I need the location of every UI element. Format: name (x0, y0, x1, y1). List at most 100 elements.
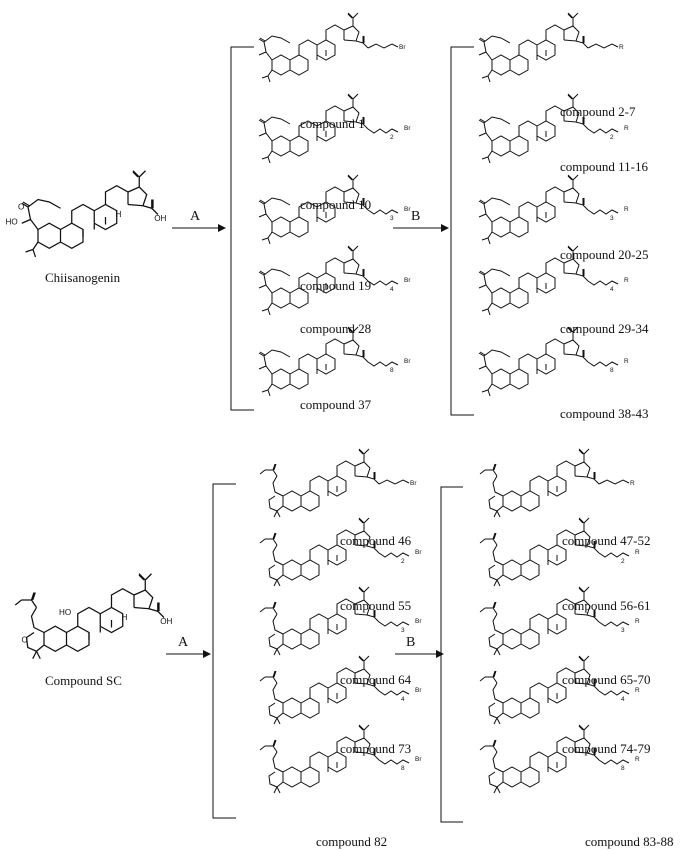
ho-label: HO (6, 218, 18, 227)
product-label: compound 11-16 (560, 159, 648, 174)
br-label: Br (415, 549, 422, 556)
product-20-25: R 3 (478, 174, 629, 245)
bracket-products-bottom (440, 486, 463, 823)
chain-subscript: 2 (610, 134, 614, 141)
intermediate-label: compound 1 (300, 116, 365, 131)
bracket-intermediates-top (230, 46, 254, 411)
chain-subscript: 2 (390, 134, 394, 141)
r-label: R (635, 618, 640, 625)
intermediate-label: compound 55 (340, 598, 411, 613)
intermediate-label: compound 37 (300, 397, 372, 412)
product-29-34: R 4 (478, 245, 629, 316)
br-label: Br (415, 687, 422, 694)
oh-label: OH (154, 214, 166, 223)
chain-subscript: 3 (390, 215, 394, 222)
compound-sc-structure: O HO OH H (14, 573, 173, 660)
r-label: R (635, 687, 640, 694)
intermediate-10: Br 2 (258, 93, 411, 164)
product-2-7: R (478, 12, 624, 83)
bracket-intermediates-bottom (212, 483, 236, 819)
compound-sc-label: Compound SC (45, 673, 122, 688)
product-label: compound 20-25 (560, 247, 648, 262)
chain-subscript: 4 (401, 696, 405, 703)
intermediate-19: Br 3 (258, 174, 411, 245)
arrow-a-top-label: A (190, 209, 201, 224)
r-label: R (635, 549, 640, 556)
product-56-61: R 2 (479, 517, 640, 587)
product-label: compound 38-43 (560, 406, 648, 421)
chain-subscript: 4 (621, 696, 625, 703)
oh-label: OH (160, 617, 172, 626)
intermediate-55: Br 2 (259, 517, 422, 587)
r-label: R (624, 125, 629, 132)
lactone-o-label: O (18, 203, 24, 212)
r-label: R (635, 756, 640, 763)
chain-subscript: 3 (610, 215, 614, 222)
br-label: Br (404, 125, 411, 132)
intermediate-46: Br (259, 448, 417, 518)
product-label: compound 74-79 (562, 741, 650, 756)
intermediate-label: compound 82 (316, 834, 387, 849)
intermediate-label: compound 10 (300, 197, 371, 212)
r-label: R (630, 480, 635, 487)
chain-subscript: 4 (610, 286, 614, 293)
arrow-a-bottom-head (203, 650, 211, 658)
product-83-88: R 8 (479, 724, 640, 794)
br-label: Br (399, 44, 406, 51)
arrow-b-top-head (441, 224, 449, 232)
h-label: H (116, 210, 122, 219)
intermediate-label: compound 73 (340, 741, 411, 756)
br-label: Br (404, 277, 411, 284)
ho-label: HO (59, 608, 71, 617)
product-label: compound 83-88 (585, 834, 673, 849)
product-74-79: R 4 (479, 655, 640, 725)
chiisanogenin-structure: O HO OH H (6, 170, 167, 258)
product-label: compound 65-70 (562, 672, 650, 687)
intermediate-label: compound 19 (300, 278, 371, 293)
product-label: compound 56-61 (562, 598, 650, 613)
chain-subscript: 3 (401, 627, 405, 634)
bottom-section: O HO OH H Compound SC A B Br compound 46… (14, 448, 673, 849)
chiisanogenin-label: Chiisanogenin (45, 270, 121, 285)
chain-subscript: 4 (390, 286, 394, 293)
intermediate-73: Br 4 (259, 655, 422, 725)
intermediate-82: Br 8 (259, 724, 422, 794)
product-label: compound 29-34 (560, 321, 649, 336)
arrow-b-bottom-head (436, 650, 444, 658)
chain-subscript: 8 (401, 765, 405, 772)
r-label: R (624, 277, 629, 284)
top-section: O HO OH H Chiisanogenin A B Br compound … (6, 12, 649, 421)
intermediate-1: Br (258, 12, 406, 83)
thf-o-label: O (22, 636, 28, 645)
intermediate-label: compound 64 (340, 672, 412, 687)
arrow-b-bottom-label: B (406, 635, 415, 650)
r-label: R (624, 206, 629, 213)
chain-subscript: 8 (610, 367, 614, 374)
bracket-products-top (450, 46, 474, 416)
br-label: Br (410, 480, 417, 487)
chain-subscript: 3 (621, 627, 625, 634)
br-label: Br (415, 618, 422, 625)
arrow-a-top-head (218, 224, 226, 232)
chain-subscript: 2 (401, 558, 405, 565)
intermediate-64: Br 3 (259, 586, 422, 656)
product-label: compound 2-7 (560, 104, 636, 119)
product-11-16: R 2 (478, 93, 629, 164)
chain-subscript: 8 (390, 367, 394, 374)
intermediate-28: Br 4 (258, 245, 411, 316)
r-label: R (619, 44, 624, 51)
chain-subscript: 2 (621, 558, 625, 565)
br-label: Br (415, 756, 422, 763)
intermediate-37: Br 8 (258, 326, 411, 397)
h-label: H (122, 613, 128, 622)
product-47-52: R (479, 448, 635, 518)
br-label: Br (404, 358, 411, 365)
arrow-a-bottom-label: A (178, 635, 189, 650)
product-38-43: R 8 (478, 326, 629, 397)
r-label: R (624, 358, 629, 365)
br-label: Br (404, 206, 411, 213)
product-label: compound 47-52 (562, 533, 650, 548)
arrow-b-top-label: B (411, 209, 420, 224)
intermediate-label: compound 46 (340, 533, 412, 548)
